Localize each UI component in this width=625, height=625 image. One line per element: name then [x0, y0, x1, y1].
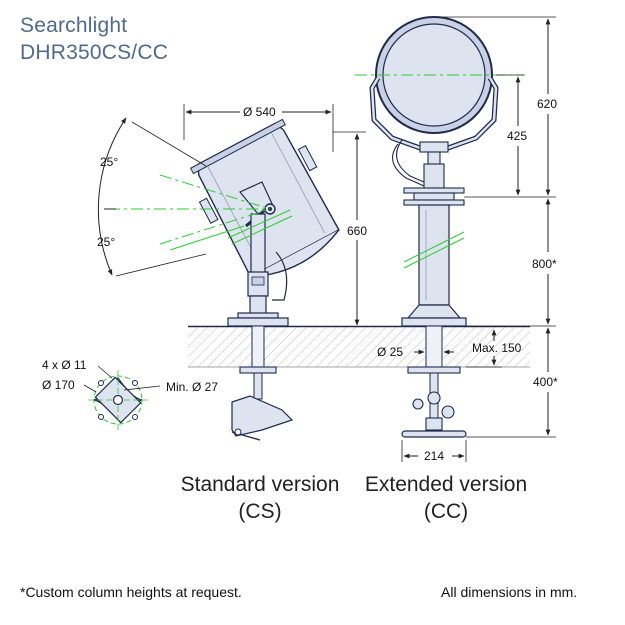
pipe-25-label: Ø 25 [377, 345, 403, 359]
cc-handle-bar [401, 430, 467, 438]
bolt-circle-label: Ø 170 [42, 378, 75, 392]
bolt-pattern: 4 x Ø 11 Ø 170 Min. Ø 27 [42, 358, 218, 430]
caption-extended-line-2: (CC) [423, 500, 469, 523]
caption-standard-line-2: (CS) [238, 500, 282, 523]
deck-hatch [188, 327, 530, 367]
column-800-dimension: 800* [466, 198, 557, 327]
caption-standard-line-1: Standard version [180, 473, 340, 496]
bolts-label: 4 x Ø 11 [42, 358, 87, 372]
angle-down-label: 25° [97, 235, 115, 249]
height-425-dimension: 425 [496, 74, 527, 196]
below-deck-400-label: 400* [533, 375, 558, 389]
diameter-540-label: Ø 540 [243, 105, 276, 119]
base-214-label: 214 [424, 449, 444, 463]
min-hole-label: Min. Ø 27 [166, 380, 218, 394]
caption-extended: Extended version (CC) [352, 471, 540, 525]
height-660-dimension: 660 [333, 131, 367, 326]
height-620-dimension: 620 [436, 16, 557, 198]
height-425-label: 425 [507, 129, 527, 143]
max-150-label: Max. 150 [472, 341, 522, 355]
cc-column [418, 204, 450, 306]
units-note: All dimensions in mm. [441, 584, 578, 600]
base-214-dimension: 214 [401, 440, 467, 463]
standard-searchlight [189, 118, 340, 441]
below-deck-400-dimension: 400* [466, 327, 558, 438]
deck [188, 325, 530, 368]
extended-searchlight [369, 16, 499, 438]
pipe-25-dimension: Ø 25 [377, 345, 454, 359]
column-800-label: 800* [532, 257, 557, 271]
diameter-540-dimension: Ø 540 [183, 104, 334, 152]
title-line-1: Searchlight [20, 14, 128, 37]
footnote: *Custom column heights at request. [20, 584, 242, 600]
title-line-2: DHR350CS/CC [20, 41, 169, 64]
height-620-label: 620 [537, 97, 557, 111]
height-660-label: 660 [347, 224, 367, 238]
max-150-dimension: Max. 150 [466, 329, 522, 368]
caption-standard: Standard version (CS) [168, 471, 352, 525]
caption-extended-line-1: Extended version [364, 473, 528, 496]
angle-up-label: 25° [100, 155, 118, 169]
angle-dimension: 25° 25° [97, 117, 207, 277]
cs-beam-lines [108, 174, 293, 251]
